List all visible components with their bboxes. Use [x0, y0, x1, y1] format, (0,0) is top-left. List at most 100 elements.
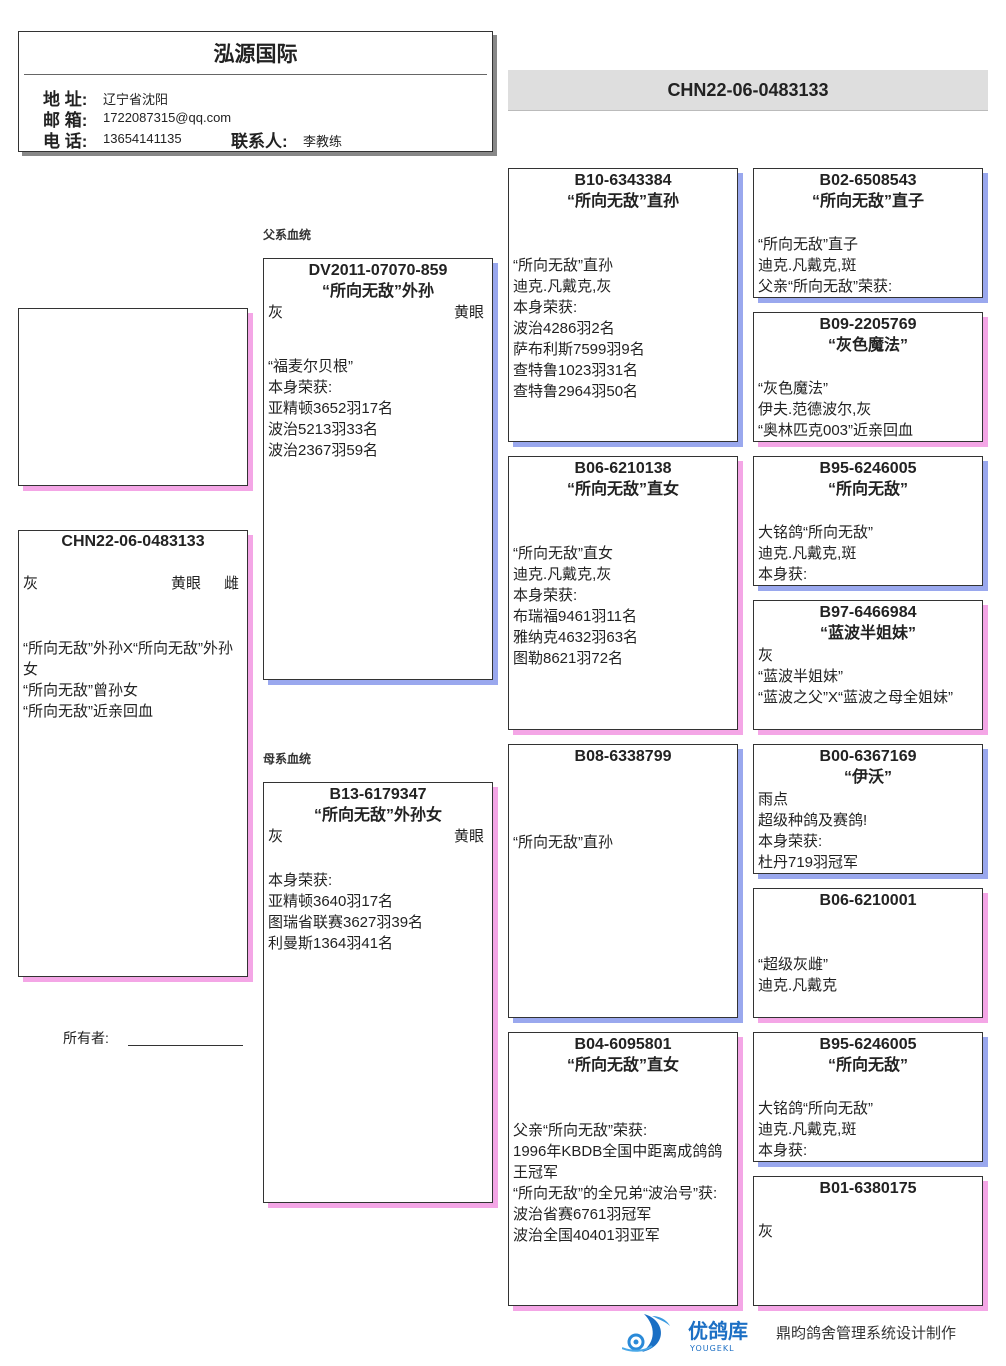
ring-id: B01-6380175 — [819, 1180, 917, 1197]
note-line: “福麦尔贝根” — [268, 358, 353, 375]
ring-id: B09-2205769 — [819, 316, 917, 333]
ring-id: B95-6246005 — [819, 460, 917, 477]
brand-name: 优鸽库 — [688, 1319, 748, 1343]
owner-signature-line — [128, 1045, 243, 1046]
header-divider — [24, 74, 487, 75]
pedigree-card-dds: B95-6246005 “所向无敌” 大铭鸽“所向无敌”迪克.凡戴克,斑本身获: — [753, 1032, 983, 1162]
ring-id: B02-6508543 — [819, 172, 917, 189]
phone-value: 13654141135 — [103, 131, 182, 146]
card-notes: 本身荣获:亚精顿3640羽17名图瑞省联赛3627羽39名利曼斯1364羽41名 — [268, 870, 488, 954]
ring-id: B13-6179347 — [329, 786, 427, 803]
ring-id: DV2011-07070-859 — [308, 262, 448, 279]
note-line: 雅纳克4632羽63名 — [513, 629, 639, 646]
ring-id: B10-6343384 — [574, 172, 672, 189]
note-line: 波治4286羽2名 — [513, 320, 615, 337]
photo-frame — [18, 308, 248, 486]
pedigree-card-sire: DV2011-07070-859 “所向无敌”外孙灰黄眼 “福麦尔贝根”本身荣获:亚… — [263, 258, 493, 680]
note-line: 本身荣获: — [513, 587, 578, 604]
card-notes: 大铭鸽“所向无敌”迪克.凡戴克,斑本身获: — [758, 1098, 978, 1161]
card-notes: 父亲“所向无敌”荣获: 1996年KBDB全国中距离成鸽鸽王冠军 “所向无敌”的全兄… — [513, 1120, 733, 1246]
ring-number-banner: CHN22-06-0483133 — [508, 70, 988, 111]
color-trait: 灰 — [268, 828, 284, 845]
ring-id: B06-6210138 — [574, 460, 672, 477]
address-value: 辽宁省沈阳 — [103, 92, 169, 107]
ring-id: B97-6466984 — [819, 604, 917, 621]
subject-eye: 黄眼 — [170, 575, 201, 592]
note-line: “奥林匹克003”近亲回血 — [758, 422, 914, 439]
card-notes: “灰色魔法” 伊夫.范德波尔,灰 “奥林匹克003”近亲回血 — [758, 378, 978, 441]
note-line: 1996年KBDB全国中距离成鸽鸽王冠军 — [513, 1143, 723, 1181]
pigeon-name: “所向无敌”外孙 — [321, 283, 434, 300]
note-line: 超级种鸽及赛鸽! — [758, 812, 868, 829]
pigeon-name: “伊沃” — [843, 769, 892, 786]
pedigree-card-sss: B02-6508543“所向无敌”直子“所向无敌”直子迪克.凡戴克,斑父亲“所向… — [753, 168, 983, 298]
note-line: 灰 — [758, 1223, 774, 1240]
note-line: 迪克.凡戴克,灰 — [513, 278, 612, 295]
note-line: 利曼斯1364羽41名 — [268, 935, 394, 952]
traits-row: 灰黄眼 — [268, 826, 484, 847]
card-notes: “福麦尔贝根”本身荣获:亚精顿3652羽17名波治5213羽33名波治2367羽… — [268, 356, 488, 461]
card-notes: 雨点超级种鸽及赛鸽!本身荣获:杜丹719羽冠军 — [758, 789, 978, 873]
card-notes: “所向无敌”直子迪克.凡戴克,斑父亲“所向无敌”荣获: — [758, 234, 978, 297]
pigeon-name: “灰色魔法” — [827, 337, 908, 354]
note-line: 本身获: — [758, 566, 808, 583]
pedigree-card-dd: B04-6095801“所向无敌”直女父亲“所向无敌”荣获:1996年KBDB全… — [508, 1032, 738, 1306]
note-line: “蓝波半姐妹” — [758, 668, 843, 685]
pedigree-card-ds: B08-6338799 “所向无敌”直孙 — [508, 744, 738, 1018]
loft-title: 泓源国际 — [213, 43, 298, 66]
dam-line-label: 母系血统 — [263, 752, 312, 766]
ring-id: B95-6246005 — [819, 1036, 917, 1053]
subject-traits: 灰 黄眼 雌 — [23, 573, 239, 594]
pigeon-name: “所向无敌” — [827, 1057, 908, 1074]
note-line: “所向无敌”直孙 — [513, 834, 613, 851]
breeder-header: 泓源国际 地 址: 辽宁省沈阳 邮 箱: 1722087315@qq.com 电… — [18, 31, 493, 152]
note-line: 父亲“所向无敌”荣获: — [758, 278, 893, 295]
card-notes: “所向无敌”直女迪克.凡戴克,灰本身荣获:布瑞福9461羽11名雅纳克4632羽… — [513, 543, 733, 669]
pigeon-name: “所向无敌”外孙女 — [313, 807, 442, 824]
note-line: “所向无敌”外孙X“所向无敌”外孙女 — [23, 640, 233, 678]
address-label: 地 址: — [43, 90, 88, 109]
subject-notes: “所向无敌”外孙X“所向无敌”外孙女 “所向无敌”曾孙女 “所向无敌”近亲回血 — [23, 638, 243, 722]
note-line: 迪克.凡戴克,斑 — [758, 545, 857, 562]
note-line: “所向无敌”直子 — [758, 236, 858, 253]
note-line: “所向无敌”的全兄弟“波治号”获: — [513, 1185, 718, 1202]
card-notes: “超级灰雌” 迪克.凡戴克 — [758, 954, 978, 996]
note-line: 本身荣获: — [268, 872, 333, 889]
note-line: 大铭鸽“所向无敌” — [758, 1100, 873, 1117]
phone-label: 电 话: — [43, 132, 88, 151]
email-label: 邮 箱: — [43, 111, 88, 130]
note-line: 父亲“所向无敌”荣获: — [513, 1122, 648, 1139]
note-line: 迪克.凡戴克 — [758, 977, 838, 994]
contact-value: 李教练 — [303, 134, 343, 149]
card-notes: 灰 — [758, 1221, 978, 1242]
pigeon-name: “所向无敌”直子 — [811, 193, 924, 210]
card-notes: “所向无敌”直孙 — [513, 832, 733, 853]
traits-row: 灰黄眼 — [268, 302, 484, 323]
note-line: 本身获: — [758, 1142, 808, 1159]
note-line: 迪克.凡戴克,灰 — [513, 566, 612, 583]
ring-id: B00-6367169 — [819, 748, 917, 765]
pedigree-card-dsd: B06-6210001 “超级灰雌” 迪克.凡戴克 — [753, 888, 983, 1018]
pigeon-name: “蓝波半姐妹” — [819, 625, 916, 642]
footer-credit: 鼎昀鸽舍管理系统设计制作 — [776, 1325, 957, 1342]
note-line: “灰色魔法” — [758, 380, 828, 397]
pigeon-name: “所向无敌” — [827, 481, 908, 498]
ring-id: B08-6338799 — [574, 748, 672, 765]
note-line: 波治省赛6761羽冠军 — [513, 1206, 652, 1223]
note-line: 波治全国40401羽亚军 — [513, 1227, 660, 1244]
note-line: 布瑞福9461羽11名 — [513, 608, 637, 625]
note-line: 本身荣获: — [758, 833, 823, 850]
pedigree-card-dam: B13-6179347“所向无敌”外孙女灰黄眼本身荣获:亚精顿3640羽17名图… — [263, 782, 493, 1203]
pedigree-card-sd: B06-6210138“所向无敌”直女“所向无敌”直女迪克.凡戴克,灰本身荣获:… — [508, 456, 738, 730]
pedigree-card-ssd: B09-2205769 “灰色魔法” “灰色魔法” 伊夫.范德波尔,灰 “奥林匹克003… — [753, 312, 983, 442]
ring-id: B06-6210001 — [819, 892, 917, 909]
note-line: “所向无敌”直孙 — [513, 257, 613, 274]
swirl-logo-icon: 优鸽库 YOUGEKL — [621, 1314, 748, 1353]
pigeon-name: “所向无敌”直女 — [566, 481, 679, 498]
note-line: 亚精顿3640羽17名 — [268, 893, 394, 910]
note-line: 雨点 — [758, 791, 789, 808]
eye-trait: 黄眼 — [453, 304, 484, 321]
pigeon-name: “所向无敌”直孙 — [566, 193, 679, 210]
note-line: 伊夫.范德波尔,灰 — [758, 401, 872, 418]
note-line: “超级灰雌” — [758, 956, 828, 973]
